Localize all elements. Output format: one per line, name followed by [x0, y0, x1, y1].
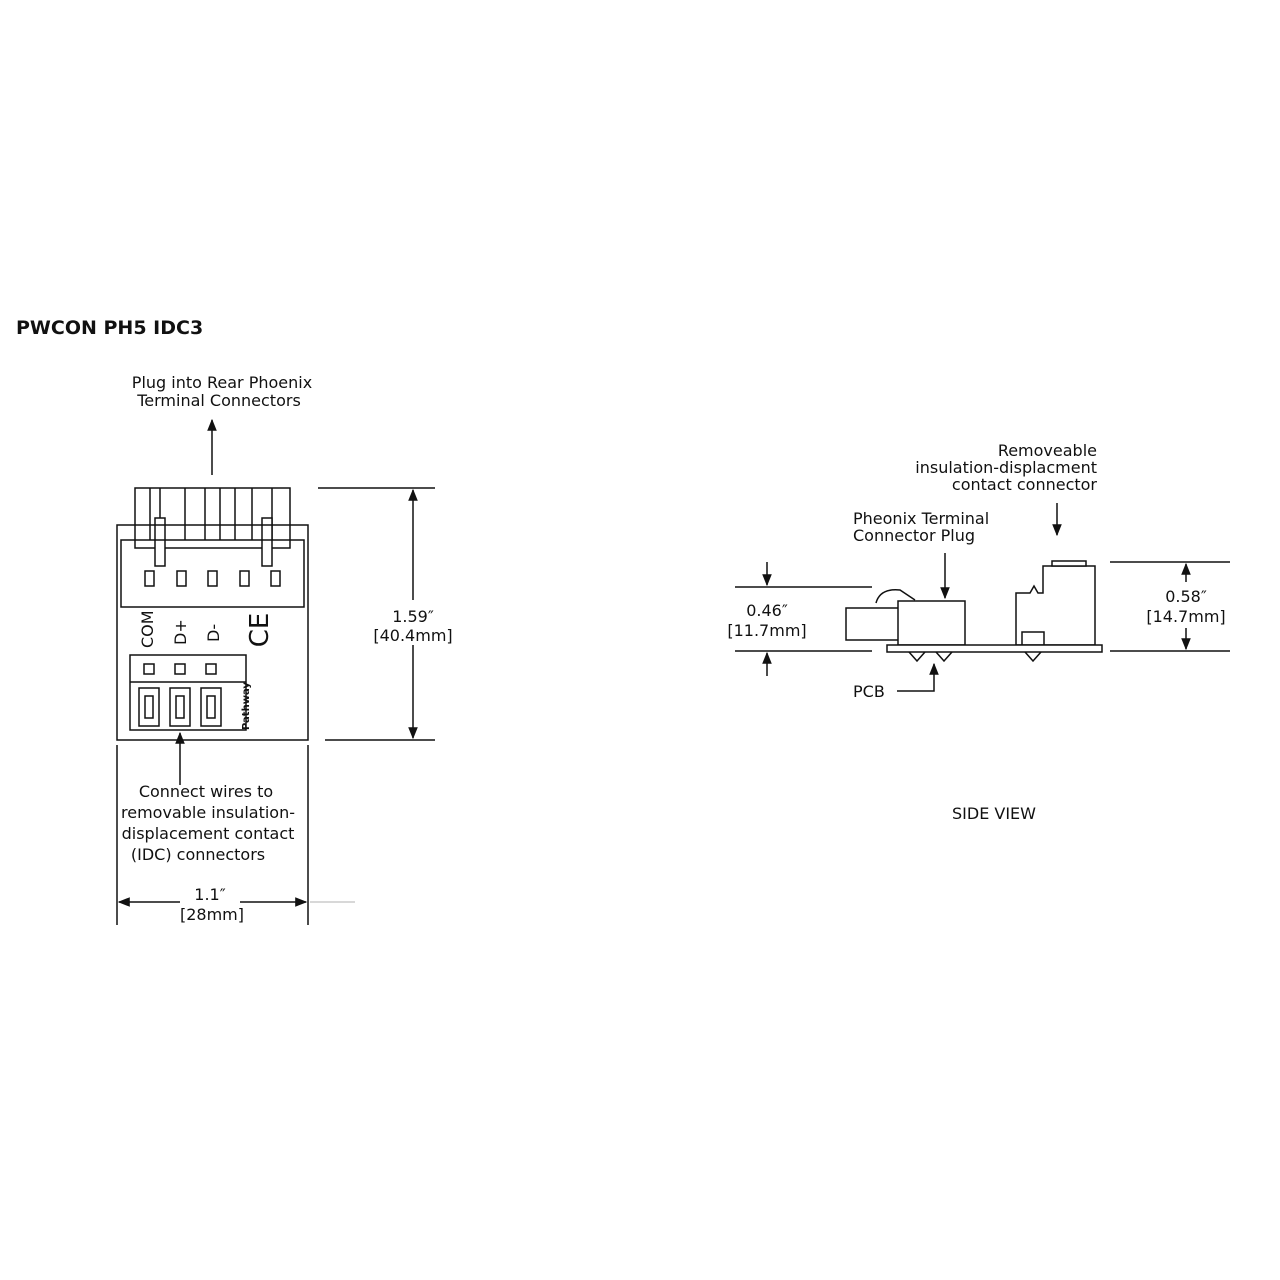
height-inches: 1.59″ — [392, 607, 434, 626]
bottom-callout-line4: (IDC) connectors — [131, 845, 265, 864]
front-view: Plug into Rear Phoenix Terminal Connecto… — [116, 373, 453, 925]
idc-connector — [129, 654, 247, 731]
pcb-board — [886, 644, 1103, 653]
plug-callout-line2: Connector Plug — [853, 526, 975, 545]
width-inches: 1.1″ — [194, 885, 225, 904]
plug-latch — [845, 607, 901, 641]
label-com: COM — [138, 610, 157, 648]
pin-windows — [144, 570, 281, 587]
right-dim-mm: [14.7mm] — [1146, 607, 1225, 626]
label-d-minus: D- — [204, 624, 223, 642]
header-block — [120, 539, 305, 608]
bottom-callout-line3: displacement contact — [122, 824, 295, 843]
top-callout-line2: Terminal Connectors — [136, 391, 301, 410]
idc-callout-line1: Removeable — [998, 441, 1097, 460]
page-title: PWCON PH5 IDC3 — [16, 317, 203, 339]
side-view-caption: SIDE VIEW — [952, 804, 1036, 823]
idc-connector-side — [1015, 565, 1096, 646]
left-dim-mm: [11.7mm] — [727, 621, 806, 640]
width-mm: [28mm] — [180, 905, 244, 924]
ce-mark-icon: CE — [245, 613, 275, 648]
plug-hook — [875, 589, 916, 604]
module-body — [116, 524, 309, 741]
pcb-label: PCB — [853, 682, 885, 701]
phoenix-plug-side — [897, 600, 966, 646]
phoenix-plug — [134, 487, 291, 567]
plug-callout-line1: Pheonix Terminal — [853, 509, 989, 528]
idc-callout-line2: insulation-displacment — [915, 458, 1097, 477]
right-dim-inches: 0.58″ — [1165, 587, 1207, 606]
left-dim-inches: 0.46″ — [746, 601, 788, 620]
idc-callout-line3: contact connector — [952, 475, 1098, 494]
label-d-plus: D+ — [171, 619, 190, 645]
pathway-logo: Pathway — [241, 682, 252, 730]
bottom-callout-line1: Connect wires to — [139, 782, 273, 801]
side-view: Removeable insulation-displacment contac… — [727, 441, 1230, 823]
height-mm: [40.4mm] — [373, 626, 452, 645]
top-callout-line1: Plug into Rear Phoenix — [132, 373, 312, 392]
bottom-callout-line2: removable insulation- — [121, 803, 295, 822]
